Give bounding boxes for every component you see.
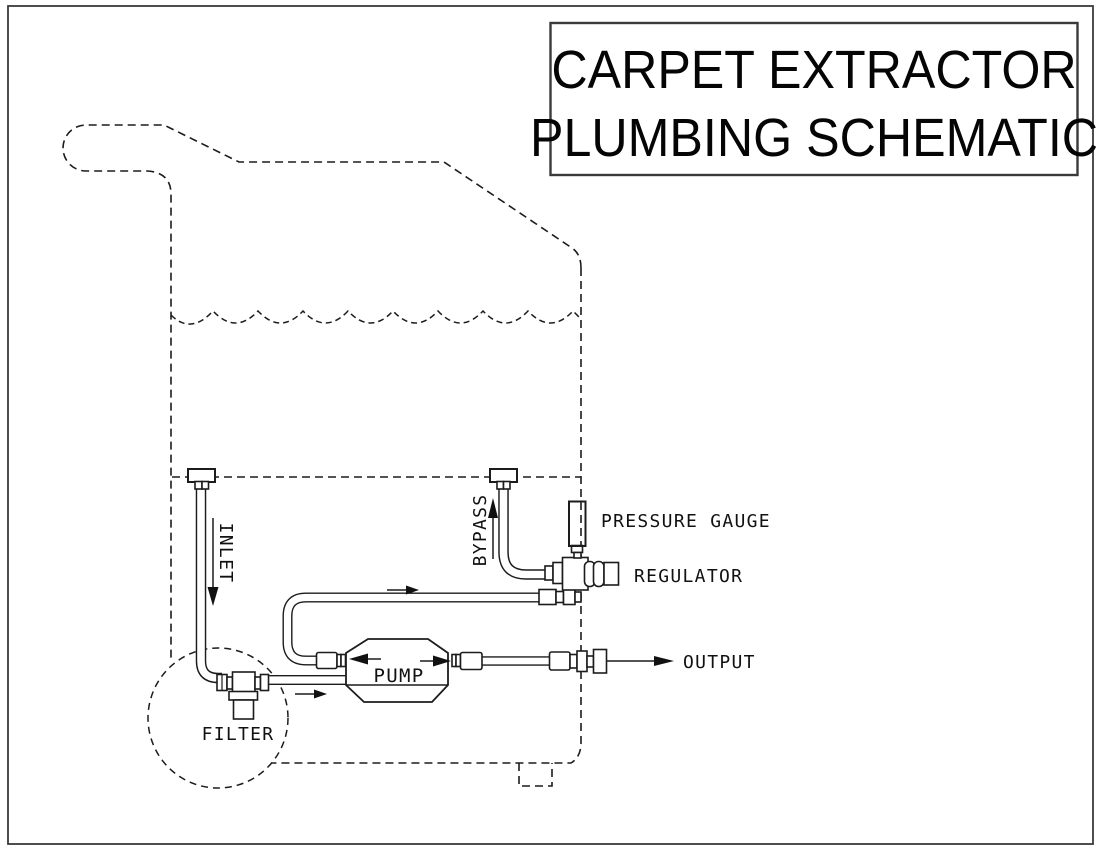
pump-right-port-coupler (459, 651, 483, 671)
title-line-1: CARPET EXTRACTOR (551, 40, 1076, 100)
inlet-arrow-head (207, 587, 219, 606)
title-block-border (549, 21, 1079, 177)
pressure-gauge-label: PRESSURE GAUGE (601, 511, 771, 532)
regulator-ring2 (592, 560, 605, 588)
regulator-bottom-fitting1 (538, 588, 557, 606)
bypass-pipe (499, 488, 546, 579)
pipes-group (195, 488, 551, 685)
filter-tee-right-ring (254, 676, 262, 690)
bypass-arrow-head (488, 498, 498, 518)
regulator-bottom-fitting3 (562, 588, 576, 606)
filter-tee-body (231, 671, 256, 695)
inlet-bulkhead-nut (194, 480, 203, 490)
regulator-left-nut (552, 561, 564, 585)
inlet-bulkhead-nut2 (201, 480, 210, 490)
output-arrow-head (654, 656, 674, 666)
filter-tee-right-nut (259, 673, 270, 692)
pump-left-port-ring2 (340, 653, 347, 668)
pump-left-port-coupler (315, 651, 338, 670)
filter-canister (232, 699, 255, 720)
filter-label: FILTER (202, 724, 275, 745)
bypass-bulkhead-nut (496, 480, 505, 490)
inlet-label: INLET (215, 523, 236, 584)
loop-arrow-head (406, 585, 419, 595)
bypass-bulkhead-fitting (489, 468, 518, 483)
pump-right-arrow-head (433, 655, 451, 667)
filter-detail-circle (147, 647, 289, 789)
bypass-label: BYPASS (470, 494, 491, 567)
regulator-left-ring (544, 565, 554, 581)
fittings-group (187, 468, 620, 720)
bypass-bulkhead-nut2 (502, 480, 511, 490)
labels-group: INLET BYPASS PRESSURE GAUGE REGULATOR OU… (202, 494, 771, 745)
output-coupler (548, 651, 571, 671)
flow-arrows-group (207, 498, 674, 699)
regulator-label: REGULATOR (634, 566, 743, 587)
pump-to-regulator-pipe (283, 593, 540, 665)
output-ring3 (586, 655, 595, 668)
pump-left-arrow-head (349, 653, 368, 665)
tank-right-bottom-outline (272, 268, 582, 764)
suction-arrow-head (314, 689, 327, 699)
regulator-knob-cap (603, 561, 620, 586)
water-level-line (170, 309, 582, 325)
regulator-bottom-fitting4 (574, 591, 582, 603)
inlet-bulkhead-fitting (187, 468, 216, 483)
output-label: OUTPUT (683, 652, 756, 673)
gauge-stem (573, 551, 582, 559)
filter-flange (228, 690, 259, 701)
title-block: CARPET EXTRACTOR PLUMBING SCHEMATIC (530, 21, 1098, 177)
bottom-notch (518, 763, 553, 787)
pressure-gauge-body (568, 500, 587, 547)
regulator-bottom-fitting2 (555, 590, 565, 604)
output-ring2 (576, 650, 588, 673)
output-ring1 (569, 653, 578, 669)
filter-tee-left-ring (226, 676, 234, 690)
output-quick-disconnect (592, 648, 608, 674)
sheet-border (7, 5, 1094, 845)
title-line-2: PLUMBING SCHEMATIC (530, 108, 1098, 168)
tank-outline-group (62, 124, 582, 789)
inlet-pipe (197, 489, 222, 682)
bypass-pipe-casing (498, 488, 546, 580)
pump-label: PUMP (374, 665, 425, 687)
tank-top-outline (62, 124, 582, 660)
